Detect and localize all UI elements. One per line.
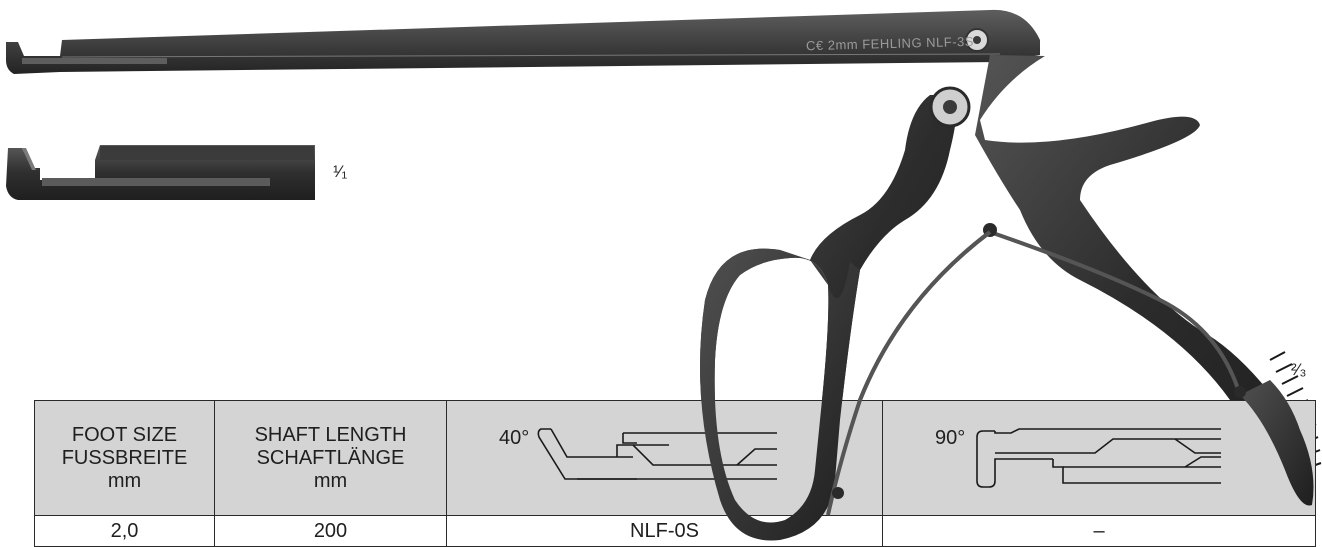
header-tip-40: 40°	[446, 400, 883, 516]
angle-90-label: 90°	[935, 427, 966, 449]
detail-tip-illustration	[6, 145, 315, 200]
table-header-row: FOOT SIZE FUSSBREITE mm SHAFT LENGTH SCH…	[34, 400, 1316, 516]
tip-40-diagram	[537, 428, 777, 480]
cell-code-90: –	[882, 515, 1316, 547]
header-foot-size-en: FOOT SIZE	[71, 423, 178, 446]
header-shaft-length-de: SCHAFTLÄNGE	[256, 446, 405, 469]
cell-shaft-length: 200	[214, 515, 447, 547]
header-foot-size: FOOT SIZE FUSSBREITE mm	[34, 400, 215, 516]
header-foot-size-unit: mm	[107, 469, 142, 492]
scale-label-main: ²⁄₃	[1291, 360, 1307, 379]
spec-table: FOOT SIZE FUSSBREITE mm SHAFT LENGTH SCH…	[34, 400, 1316, 547]
scale-label-detail: ¹⁄₁	[333, 162, 348, 181]
header-foot-size-de: FUSSBREITE	[61, 446, 188, 469]
table-row: 2,0 200 NLF-0S –	[34, 515, 1316, 547]
header-tip-90: 90°	[882, 400, 1316, 516]
angle-40-label: 40°	[499, 427, 530, 449]
header-shaft-length-unit: mm	[313, 469, 348, 492]
cell-foot-size: 2,0	[34, 515, 215, 547]
header-shaft-length-en: SHAFT LENGTH	[254, 423, 407, 446]
header-shaft-length: SHAFT LENGTH SCHAFTLÄNGE mm	[214, 400, 447, 516]
tip-90-diagram	[976, 428, 1221, 488]
cell-code-40: NLF-0S	[446, 515, 883, 547]
